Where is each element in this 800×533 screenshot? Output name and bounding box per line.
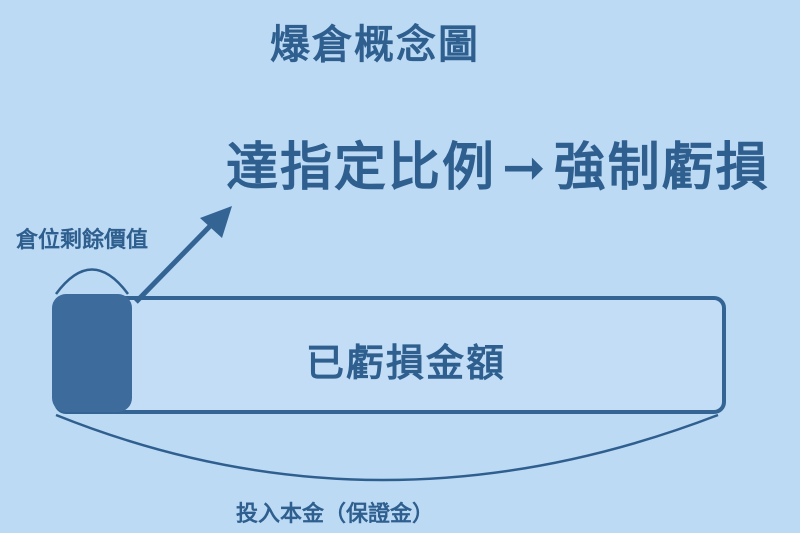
diagram-title: 爆倉概念圖 (270, 22, 480, 68)
right-arrow-icon: ➞ (502, 138, 548, 198)
remaining-value-label: 倉位剩餘價值 (16, 228, 149, 253)
result-text: 強制虧損 (553, 138, 770, 198)
principal-label: 投入本金（保證金） (236, 502, 435, 527)
rising-arrow-line (134, 220, 216, 304)
remaining-value-block (52, 294, 132, 412)
principal-brace (55, 413, 719, 482)
remaining-brace (54, 268, 130, 295)
lost-amount-label: 已虧損金額 (306, 341, 507, 385)
condition-text: 達指定比例 (226, 138, 497, 198)
rising-arrow-head (200, 206, 232, 238)
lost-amount-bar (54, 296, 726, 414)
headline: 達指定比例➞強制虧損 (226, 125, 770, 200)
